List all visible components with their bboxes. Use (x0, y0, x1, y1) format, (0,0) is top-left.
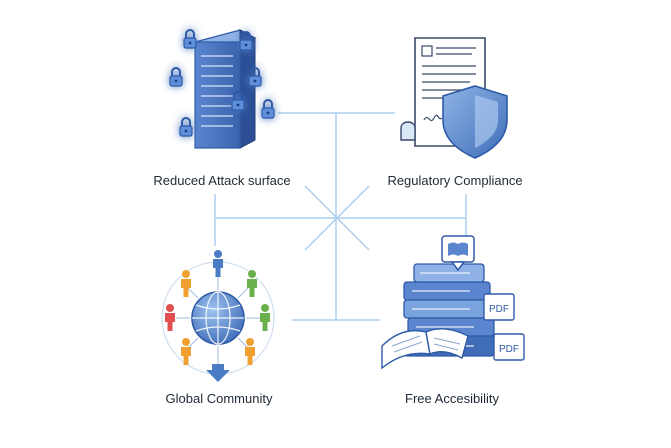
pdf-badge-1: PDF (489, 304, 509, 315)
connector-diagonal-2 (304, 185, 370, 251)
label-reduced-attack-surface: Reduced Attack surface (153, 173, 291, 188)
globe-with-people-icon (161, 250, 275, 382)
books-with-pdf-icon: PDF PDF (381, 235, 525, 370)
label-regulatory-compliance: Regulatory Compliance (387, 173, 523, 188)
label-free-accesibility: Free Accesibility (405, 391, 499, 406)
connector-lines (214, 112, 467, 321)
pdf-badge-2: PDF (499, 344, 519, 355)
server-with-padlocks-icon (169, 29, 275, 149)
label-global-community: Global Community (165, 391, 273, 406)
document-with-shield-icon (400, 37, 508, 159)
